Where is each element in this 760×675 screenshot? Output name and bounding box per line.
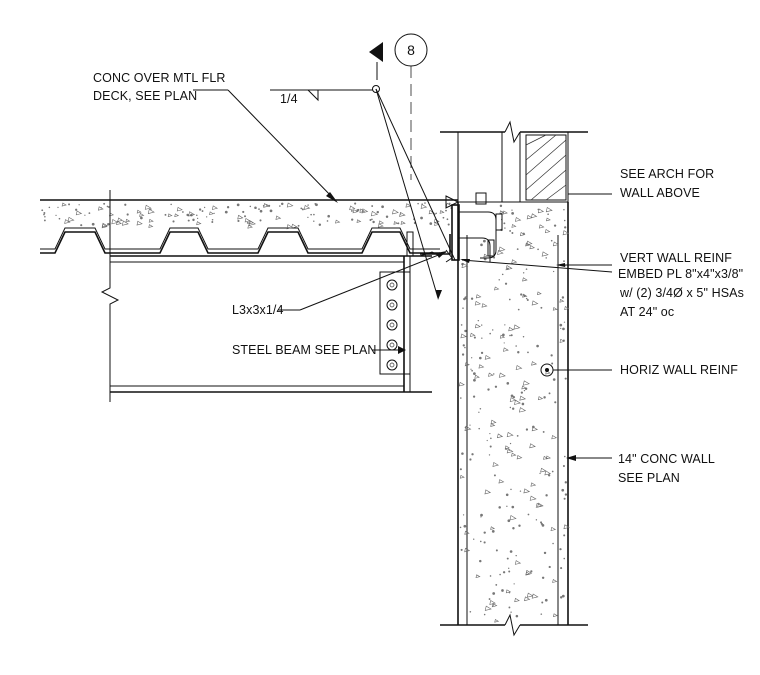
- note-vert-reinf: VERT WALL REINF: [620, 251, 732, 265]
- steel-angle: [420, 234, 451, 255]
- steel-beam: [110, 231, 441, 393]
- note-slab-deck: CONC OVER MTL FLR DECK, SEE PLAN: [93, 71, 226, 103]
- detail-section-marker: 8: [369, 33, 428, 180]
- note-beam: STEEL BEAM SEE PLAN: [232, 343, 377, 357]
- concrete-wall: [457, 202, 570, 625]
- svg-text:VERT WALL REINF: VERT WALL REINF: [620, 251, 732, 265]
- svg-text:DECK, SEE PLAN: DECK, SEE PLAN: [93, 89, 197, 103]
- svg-text:WALL ABOVE: WALL ABOVE: [620, 186, 700, 200]
- leaders: [193, 89, 613, 461]
- note-arch-wall: SEE ARCH FOR WALL ABOVE: [620, 167, 714, 200]
- note-conc-wall: 14" CONC WALL SEE PLAN: [618, 452, 715, 485]
- note-angle: L3x3x1/4: [232, 303, 284, 317]
- svg-text:w/ (2) 3/4Ø x 5" HSAs: w/ (2) 3/4Ø x 5" HSAs: [619, 286, 744, 300]
- beam-connection-plate: [379, 271, 411, 375]
- wall-above: [440, 120, 588, 203]
- svg-text:14" CONC WALL: 14" CONC WALL: [618, 452, 715, 466]
- headed-stud-anchor: [459, 211, 497, 259]
- concrete-slab: [40, 199, 458, 254]
- svg-text:CONC OVER MTL FLR: CONC OVER MTL FLR: [93, 71, 226, 85]
- svg-text:STEEL BEAM SEE PLAN: STEEL BEAM SEE PLAN: [232, 343, 377, 357]
- note-horiz-reinf: HORIZ WALL REINF: [620, 363, 738, 377]
- svg-text:EMBED PL 8"x4"x3/8": EMBED PL 8"x4"x3/8": [618, 267, 743, 281]
- svg-text:AT 24" oc: AT 24" oc: [620, 305, 674, 319]
- svg-text:L3x3x1/4: L3x3x1/4: [232, 303, 284, 317]
- svg-text:SEE PLAN: SEE PLAN: [618, 471, 680, 485]
- weld-symbol: 1/4: [270, 85, 456, 300]
- slab-concrete-texture: [41, 202, 453, 230]
- embed-plate-assembly: [420, 192, 503, 263]
- masonry-unit: [525, 134, 567, 201]
- wall-concrete-texture: [458, 204, 570, 623]
- svg-text:HORIZ WALL REINF: HORIZ WALL REINF: [620, 363, 738, 377]
- beam-bolts: [386, 279, 398, 371]
- shear-stud: [406, 231, 414, 257]
- weld-size-label: 1/4: [280, 92, 298, 106]
- detail-number: 8: [407, 42, 415, 58]
- svg-text:SEE ARCH FOR: SEE ARCH FOR: [620, 167, 714, 181]
- left-break-line: [100, 190, 120, 402]
- embed-plate: [451, 204, 460, 261]
- wall-bottom-break: [440, 613, 588, 637]
- note-embed-plate: EMBED PL 8"x4"x3/8" w/ (2) 3/4Ø x 5" HSA…: [618, 267, 744, 319]
